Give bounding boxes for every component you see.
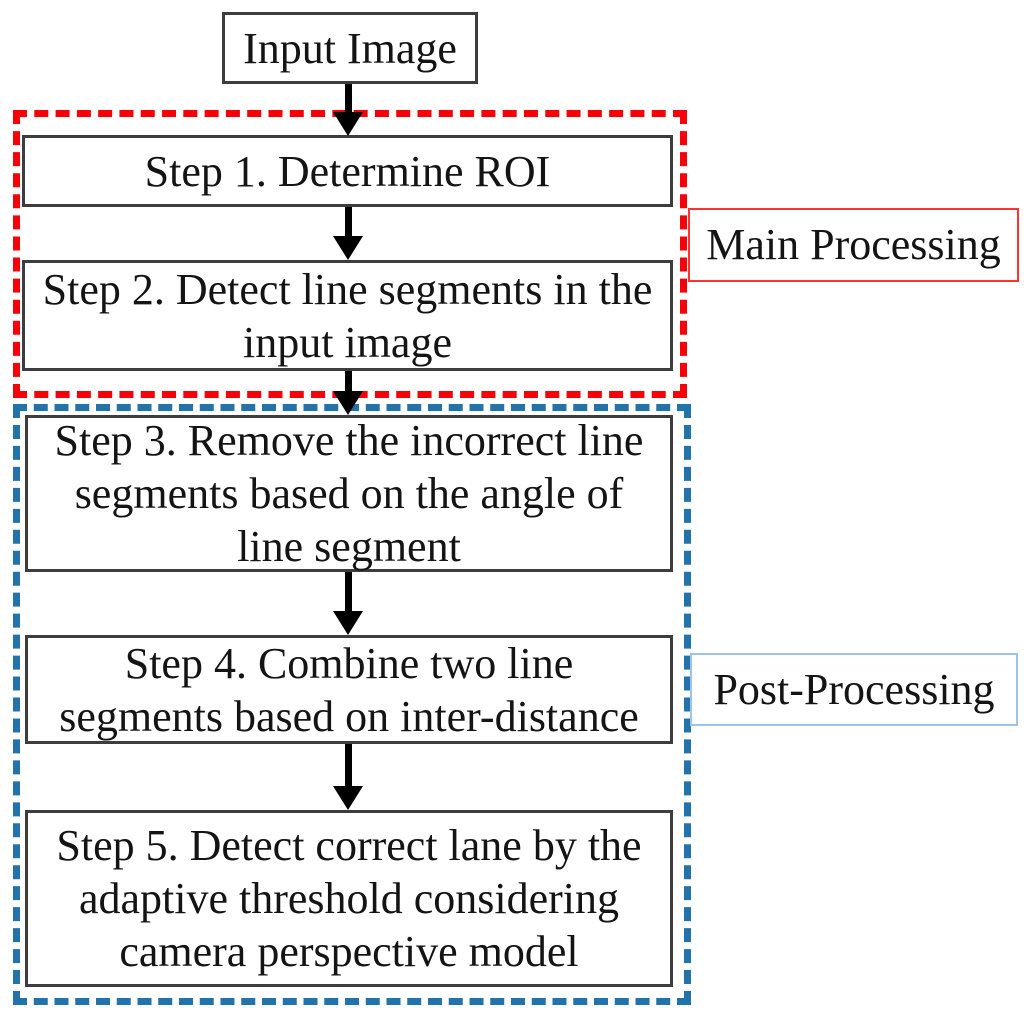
- node-input-image-label: Input Image: [243, 23, 457, 73]
- node-input-image: Input Image: [222, 12, 478, 84]
- node-step2-detect-line-segments: Step 2. Detect line segments in the inpu…: [22, 260, 673, 371]
- arrow-head: [333, 786, 363, 810]
- arrow-stem: [344, 371, 352, 391]
- node-step2-label: Step 2. Detect line segments in the inpu…: [42, 264, 653, 367]
- arrow-head: [333, 236, 363, 260]
- node-step5-label: Step 5. Detect correct lane by the adapt…: [56, 821, 642, 976]
- node-step4-combine-segments: Step 4. Combine two line segments based …: [25, 635, 673, 744]
- arrow-stem: [344, 84, 352, 112]
- arrow-down-icon-step3-to-step4: [333, 572, 363, 635]
- node-step1-determine-roi: Step 1. Determine ROI: [22, 135, 673, 207]
- node-step3-remove-incorrect-segments: Step 3. Remove the incorrect line segmen…: [25, 415, 673, 572]
- arrow-stem: [344, 744, 352, 786]
- arrow-head: [333, 391, 363, 415]
- arrow-stem: [344, 572, 352, 611]
- main-processing-label: Main Processing: [688, 208, 1019, 282]
- node-step3-label: Step 3. Remove the incorrect line segmen…: [54, 416, 644, 571]
- post-processing-label: Post-Processing: [690, 653, 1018, 726]
- arrow-down-icon-step1-to-step2: [333, 207, 363, 260]
- main-processing-label-text: Main Processing: [706, 220, 1001, 269]
- arrow-down-icon-step2-to-step3: [333, 371, 363, 415]
- node-step1-label: Step 1. Determine ROI: [144, 146, 551, 196]
- arrow-head: [333, 611, 363, 635]
- arrow-down-icon-step4-to-step5: [333, 744, 363, 810]
- arrow-head: [333, 112, 363, 136]
- node-step5-detect-correct-lane: Step 5. Detect correct lane by the adapt…: [25, 810, 673, 987]
- post-processing-label-text: Post-Processing: [713, 664, 995, 714]
- arrow-down-icon-input-to-step1: [333, 84, 363, 136]
- arrow-stem: [344, 207, 352, 236]
- node-step4-label: Step 4. Combine two line segments based …: [59, 638, 639, 741]
